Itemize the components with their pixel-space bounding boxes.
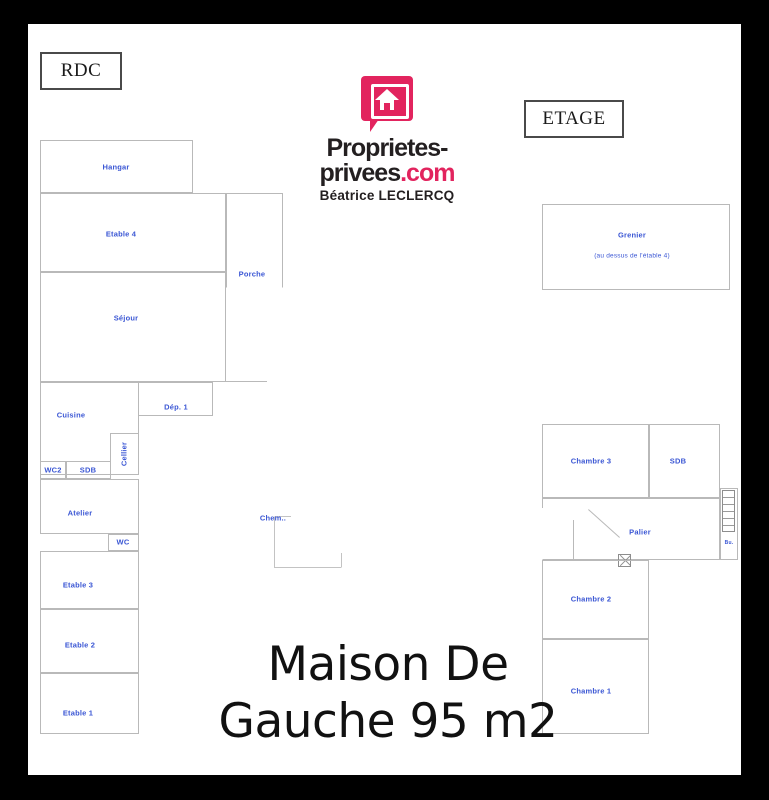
room-label-etable-1: Etable 1 [62,708,94,718]
wall-palier-left [542,498,543,508]
room-label-palier: Palier [629,527,651,537]
room-label-chambre-2: Chambre 2 [570,594,612,604]
room-label-hangar: Hangar [102,162,130,172]
room-atelier [40,479,139,534]
room-label-chambre-3: Chambre 3 [570,456,612,466]
room-label-etable-4: Etable 4 [105,229,137,239]
room-label-cheminee: Chem.. [259,513,287,523]
floor-plan-page: RDC ETAGE Proprietes- privees.com Béatri… [28,24,741,775]
room-hangar [40,140,193,193]
chimney-bracket [274,516,342,568]
room-label-wc2: WC2 [44,465,62,475]
page-title-line1: Maison De [267,637,510,692]
room-label-cellier: Cellier [119,441,129,467]
wall-porche-bottom [226,381,267,382]
page-title: Maison De Gauche 95 m2 [178,636,598,750]
room-label-bureau: Bu. [724,540,734,546]
room-wc [108,534,139,551]
room-label-chambre-1: Chambre 1 [570,686,612,696]
stairs-enclosure [720,488,738,560]
brand-logo: Proprietes- privees.com Béatrice LECLERC… [306,76,468,203]
room-label-sdb-rdc: SDB [79,465,97,475]
brand-name-line2: privees.com [306,161,468,186]
house-speech-bubble-icon [361,76,413,132]
room-label-atelier: Atelier [67,508,93,518]
floor-badge-rdc: RDC [40,52,122,90]
room-label-cuisine: Cuisine [56,410,86,420]
brand-name-line1: Proprietes- [326,134,449,162]
room-chambre-2 [542,560,649,639]
room-porche [226,193,283,288]
brand-name-dotcom: .com [400,159,455,187]
agent-name: Béatrice LECLERCQ [319,188,455,203]
room-cuisine [40,382,139,475]
room-chambre-3 [542,424,649,498]
staircase-icon [722,490,735,532]
room-label-porche: Porche [238,269,266,279]
room-cellier [110,433,139,475]
room-label-grenier: Grenier [617,230,647,240]
room-palier [542,498,720,560]
page-title-line2: Gauche 95 m2 [218,694,558,749]
wall-palier-left-lower [573,520,574,560]
wall-palier-angled [588,509,620,539]
room-label-etable-2: Etable 2 [64,640,96,650]
room-etable-1 [40,673,139,734]
room-etable-2 [40,609,139,673]
brand-name-privees: privees [319,159,402,187]
room-label-dep-1: Dép. 1 [164,402,188,412]
room-label-wc: WC [116,537,130,547]
room-label-etable-3: Etable 3 [62,580,94,590]
floor-badge-etage: ETAGE [524,100,624,138]
room-etable-3 [40,551,139,609]
room-etable-4 [40,193,226,272]
room-sdb-rdc [66,461,111,479]
room-chambre-1 [542,639,649,734]
room-sdb-etage [649,424,720,498]
room-sejour [40,272,226,382]
room-label-sdb-etage: SDB [669,456,687,466]
room-sublabel-grenier: (au dessus de l'étable 4) [594,252,670,260]
room-wc2 [40,461,66,479]
room-grenier [542,204,730,290]
room-label-sejour: Séjour [113,313,139,323]
